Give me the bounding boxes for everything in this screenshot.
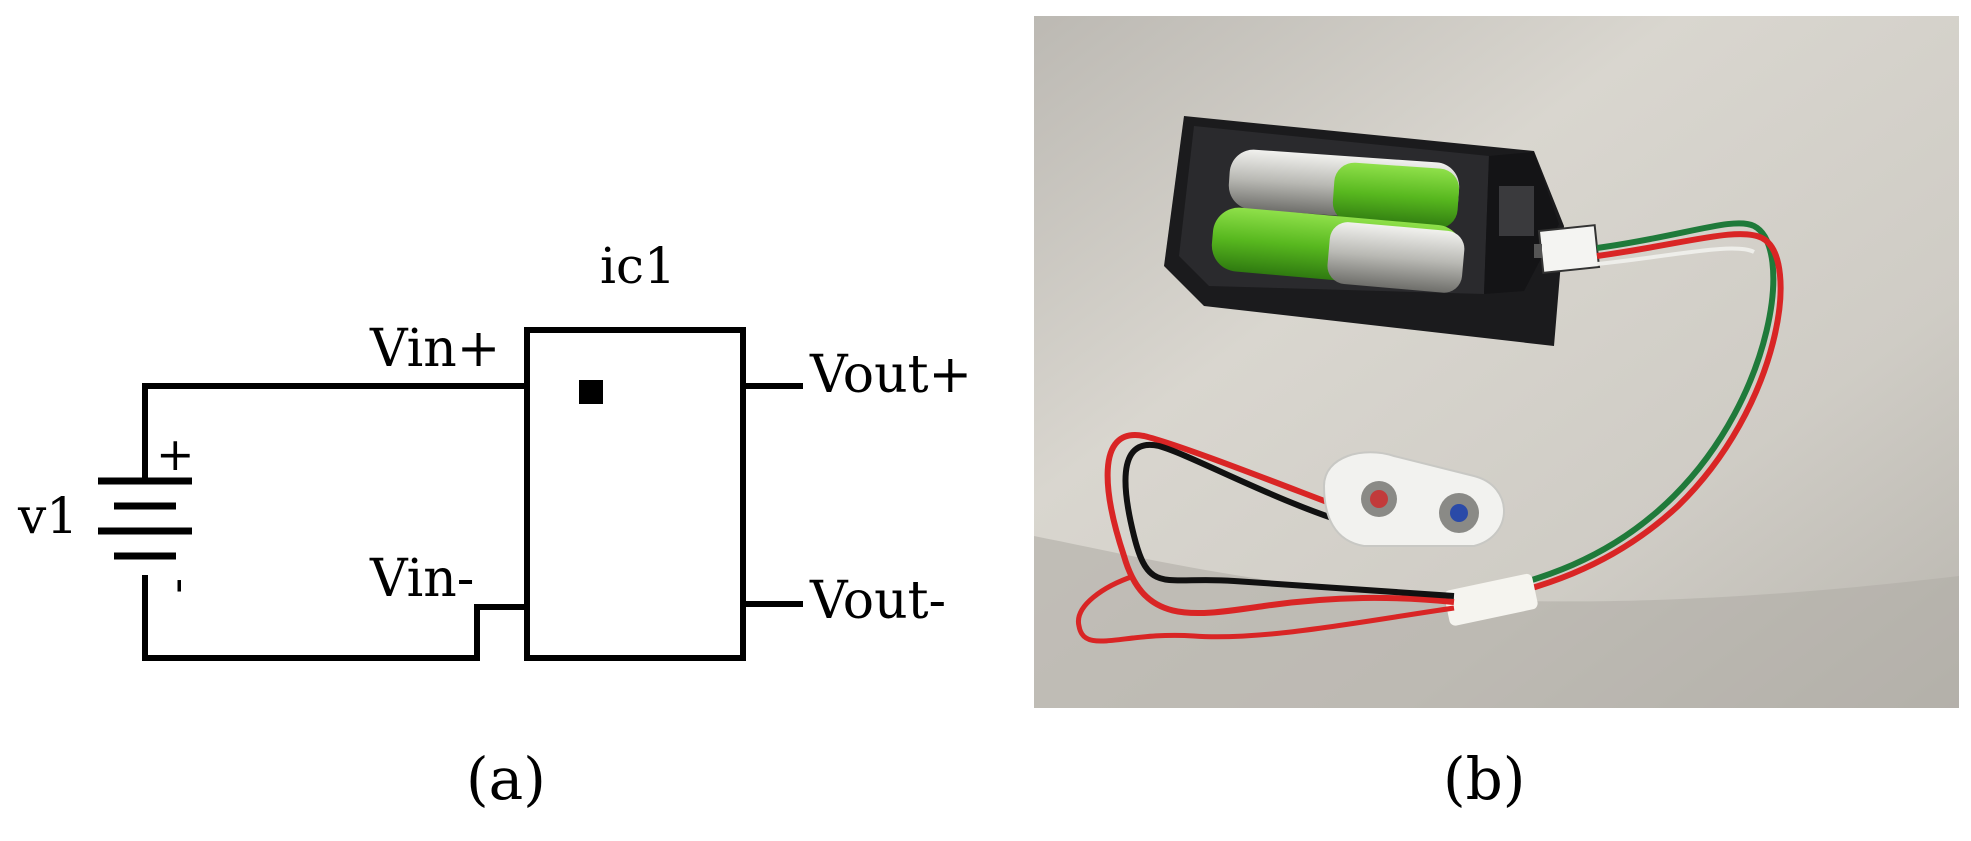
battery-cell-bottom [1211, 207, 1465, 293]
ic1-block [524, 327, 746, 661]
wire-red-lead [1104, 432, 1455, 617]
caption-b: (b) [1443, 745, 1526, 813]
source-label-v1: v1 [17, 487, 78, 545]
pin1-marker [579, 380, 603, 404]
battery-cell-top [1228, 149, 1460, 229]
wire-vin-minus [142, 575, 530, 661]
pin-label-vout-minus: Vout- [809, 571, 946, 631]
hardware-photo-canvas [1034, 16, 1959, 708]
wire-black-lead [1122, 441, 1455, 599]
wire-green [1453, 220, 1777, 604]
table-shadow [1034, 536, 1959, 708]
caption-a: (a) [466, 745, 546, 813]
wire-white [1596, 246, 1755, 266]
pin-label-vout-plus: Vout+ [809, 345, 972, 405]
circuit-schematic: ic1 v1 + - Vin+ Vin- Vout+ Vout- [0, 0, 1010, 720]
pin-label-vin-plus: Vin+ [369, 319, 500, 379]
pin-label-vin-minus: Vin- [369, 549, 474, 609]
schematic-canvas: ic1 v1 + - Vin+ Vin- Vout+ Vout- [17, 237, 972, 661]
sensor-board [1534, 224, 1601, 274]
battery-snap [1322, 451, 1505, 547]
hardware-photo [1034, 16, 1959, 708]
battery-minus-sign: - [156, 578, 210, 594]
wire-red-loop [1076, 573, 1455, 644]
tape-splice [1444, 573, 1538, 626]
wire-red-outer [1453, 231, 1784, 611]
wire-vin-plus [142, 383, 530, 481]
component-label-ic1: ic1 [600, 237, 676, 295]
battery-plus-sign: + [156, 427, 195, 481]
